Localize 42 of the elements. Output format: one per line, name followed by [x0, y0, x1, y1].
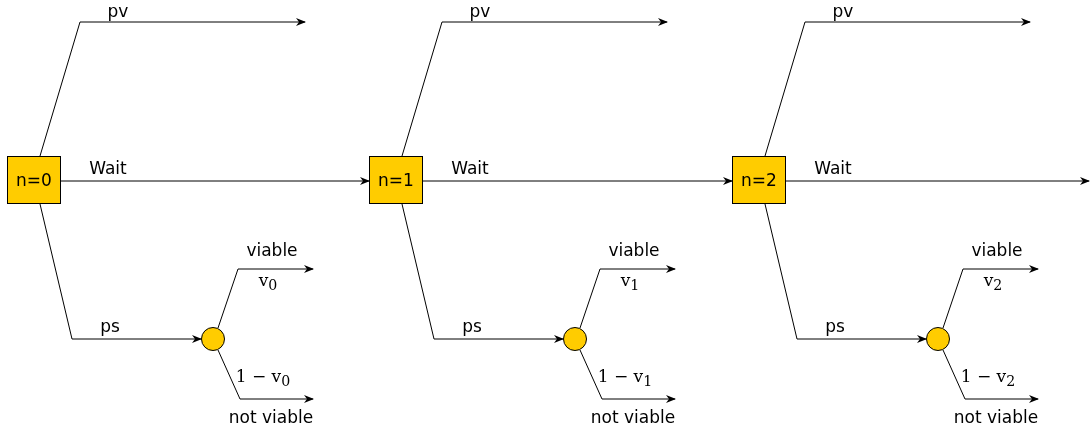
- probability-label: v$_{2}$: [983, 272, 1003, 293]
- chance-node-circle: [926, 327, 950, 351]
- arrow: [579, 349, 676, 403]
- arrow: [39, 203, 202, 343]
- arrow: [942, 265, 1039, 329]
- edge-label: Wait: [451, 160, 489, 177]
- edge-label: viable: [971, 242, 1023, 259]
- edge-label: Wait: [89, 160, 127, 177]
- probability-label: v$_{0}$: [258, 272, 278, 293]
- edge-label: pv: [832, 3, 854, 20]
- arrow: [217, 349, 314, 403]
- state-box: n=2: [732, 156, 786, 204]
- arrow: [764, 203, 927, 343]
- arrow: [579, 265, 676, 329]
- arrow: [217, 265, 314, 329]
- state-box: n=0: [7, 156, 61, 204]
- state-box: n=1: [369, 156, 423, 204]
- edge-label: ps: [462, 318, 482, 335]
- edge-label: pv: [107, 3, 129, 20]
- arrow: [39, 18, 306, 157]
- probability-label: 1 − v$_{2}$: [960, 368, 1016, 389]
- edge-label: pv: [469, 3, 491, 20]
- chance-node-circle: [563, 327, 587, 351]
- arrow: [785, 177, 1090, 185]
- edge-label: viable: [246, 242, 298, 259]
- edge-label: ps: [100, 318, 120, 335]
- arrow: [401, 203, 564, 343]
- arrow: [942, 349, 1039, 403]
- arrow: [764, 18, 1031, 157]
- arrow: [60, 177, 370, 185]
- edge-label: viable: [608, 242, 660, 259]
- edge-label: ps: [825, 318, 845, 335]
- probability-label: 1 − v$_{0}$: [235, 368, 291, 389]
- edge-label: Wait: [814, 160, 852, 177]
- probability-label: 1 − v$_{1}$: [597, 368, 653, 389]
- edge-label: not viable: [953, 409, 1039, 426]
- chance-node-circle: [201, 327, 225, 351]
- edge-label: not viable: [590, 409, 676, 426]
- arrow: [422, 177, 733, 185]
- arrow: [401, 18, 668, 157]
- probability-label: v$_{1}$: [620, 272, 640, 293]
- edge-label: not viable: [228, 409, 314, 426]
